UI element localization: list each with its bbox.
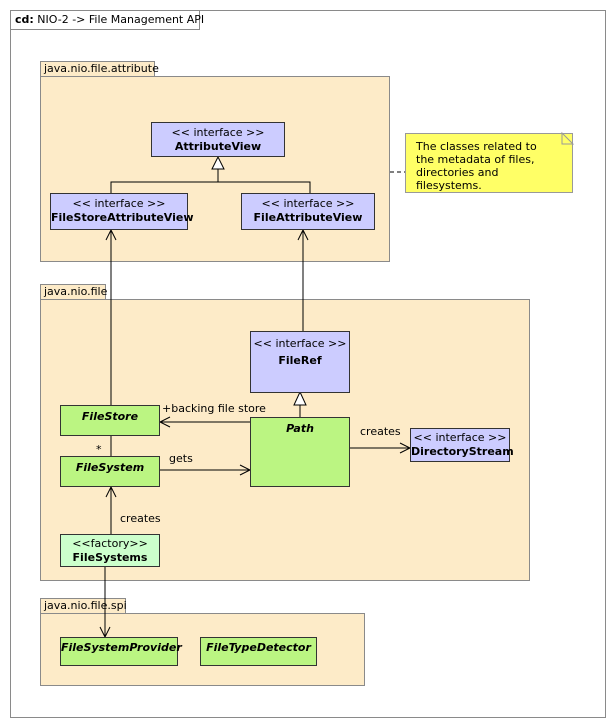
path-to-fileref-arrowhead [293, 390, 307, 406]
file-attribute-view-stereotype: << interface >> [261, 197, 355, 210]
attribute-view-stereotype: << interface >> [171, 126, 265, 139]
class-filestore[interactable]: FileStore [60, 405, 160, 436]
fileref-stereotype: << interface >> [253, 337, 347, 350]
path-to-filestore-arrow [158, 416, 171, 428]
diagram-title: cd: NIO-2 -> File Management API [10, 10, 204, 30]
class-file-attribute-view[interactable]: << interface >> FileAttributeView [241, 193, 375, 230]
fileref-name: FileRef [278, 354, 322, 367]
file-attribute-view-name: FileAttributeView [253, 211, 363, 224]
inheritance-attrview-lines [110, 181, 311, 193]
class-filesystems[interactable]: <<factory>> FileSystems [60, 534, 160, 567]
note-fold-corner [561, 131, 575, 145]
label-creates-dirstream: creates [360, 425, 401, 438]
path-name: Path [286, 422, 314, 435]
note-line-2: the metadata of files, [416, 153, 535, 166]
directory-stream-stereotype: << interface >> [413, 431, 507, 444]
filesystem-name: FileSystem [75, 461, 145, 474]
class-filetype-detector[interactable]: FileTypeDetector [200, 637, 317, 666]
class-directory-stream[interactable]: << interface >> DirectoryStream [410, 428, 514, 462]
label-creates-filesystem: creates [120, 512, 161, 525]
filesystems-to-filesystem-arrow [105, 485, 117, 498]
package-attribute-label: java.nio.file.attribute [44, 62, 159, 75]
directory-stream-name: DirectoryStream [411, 445, 514, 458]
package-file-label: java.nio.file [44, 285, 108, 298]
class-attribute-view[interactable]: << interface >> AttributeView [151, 122, 285, 157]
label-multiplicity: * [96, 443, 102, 456]
package-file-tab: java.nio.file [40, 284, 108, 300]
class-filesystem[interactable]: FileSystem [60, 456, 160, 487]
class-fileref[interactable]: << interface >> FileRef [250, 331, 350, 393]
filetype-detector-name: FileTypeDetector [206, 641, 311, 654]
class-path[interactable]: Path [250, 417, 350, 487]
attribute-view-name: AttributeView [174, 140, 262, 153]
fileref-to-fileattrview-arrow [297, 228, 309, 241]
package-spi-label: java.nio.file.spi [44, 599, 127, 612]
filestore-attribute-view-stereotype: << interface >> [72, 197, 166, 210]
filesystems-name: FileSystems [72, 551, 148, 564]
diagram-frame [10, 10, 606, 718]
class-filesystem-provider[interactable]: FileSystemProvider [60, 637, 182, 666]
diagram-name: NIO-2 -> File Management API [37, 13, 205, 26]
filestore-attribute-view-name: FileStoreAttributeView [51, 211, 194, 224]
class-filestore-attribute-view[interactable]: << interface >> FileStoreAttributeView [50, 193, 194, 230]
metadata-note: The classes related to the metadata of f… [405, 133, 573, 193]
label-backing-file-store: +backing file store [162, 402, 266, 415]
diagram-kind: cd: [15, 13, 34, 26]
filestore-to-fsattrview-arrow [105, 228, 117, 241]
filesystems-stereotype: <<factory>> [72, 537, 148, 550]
note-line-1: The classes related to [416, 140, 537, 153]
note-line-3: directories and filesystems. [416, 166, 499, 192]
label-gets: gets [169, 452, 193, 465]
filestore-name: FileStore [81, 410, 139, 423]
filesystem-provider-name: FileSystemProvider [61, 641, 182, 654]
inheritance-attrview-arrowhead [211, 155, 225, 170]
